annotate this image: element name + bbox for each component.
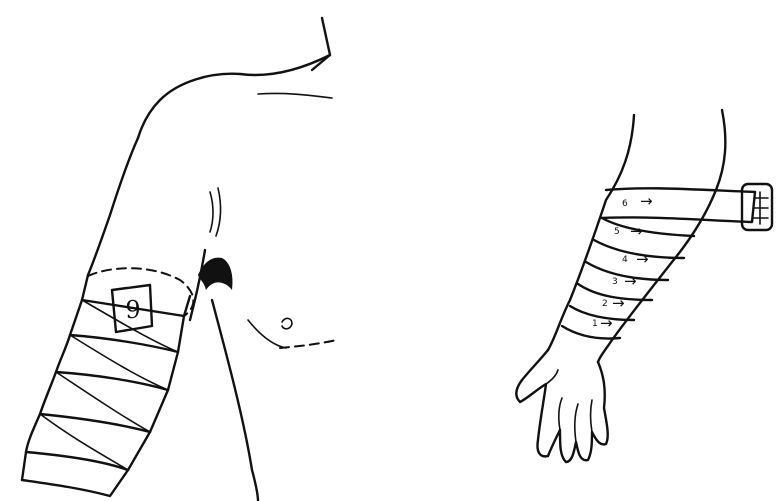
deltoid-line — [210, 192, 213, 232]
turn-arrow: → — [640, 192, 653, 210]
turn-arrow: → — [624, 272, 637, 290]
spiral-edge — [40, 414, 128, 470]
turn-number: 5 — [614, 227, 620, 237]
thumb-crease — [546, 370, 558, 384]
turn-number: 1 — [592, 319, 598, 329]
nipple-mark — [282, 318, 292, 328]
chest-curve — [248, 320, 286, 348]
torso-outline — [212, 300, 258, 501]
finger-gap — [575, 404, 578, 442]
inner-arm-outline — [190, 250, 205, 320]
turn-arrow: → — [612, 294, 625, 312]
tag-label: 9 — [125, 296, 140, 324]
forearm-bandage: 6 → 5 → 4 → 3 → 2 → 1 → — [562, 184, 772, 339]
forearm-hand-figure: 6 → 5 → 4 → 3 → 2 → 1 → — [516, 110, 772, 462]
hand-outline — [516, 350, 607, 462]
finger-gap — [559, 398, 562, 430]
bandage-turn — [26, 414, 150, 470]
turn-arrow: → — [600, 314, 613, 332]
turn-arrow: → — [636, 250, 649, 268]
shoulder-arm-figure: 9 — [22, 18, 336, 501]
finger-gap — [591, 400, 593, 432]
deltoid-line-2 — [216, 188, 220, 236]
shoulder-outline — [138, 55, 330, 138]
bandage-tag: 9 — [112, 285, 152, 332]
outer-arm-outline — [88, 138, 138, 275]
chest-dashed-line — [280, 340, 336, 348]
turn-number: 4 — [622, 255, 628, 265]
roll-detail — [754, 192, 768, 224]
arm-bandage — [22, 275, 190, 496]
collarbone-line — [258, 93, 332, 98]
turn-arrow: → — [630, 222, 643, 240]
turn-number: 6 — [622, 199, 628, 209]
turn-number: 3 — [612, 277, 618, 287]
turn-number: 2 — [602, 299, 608, 309]
spiral-edge — [70, 335, 168, 390]
